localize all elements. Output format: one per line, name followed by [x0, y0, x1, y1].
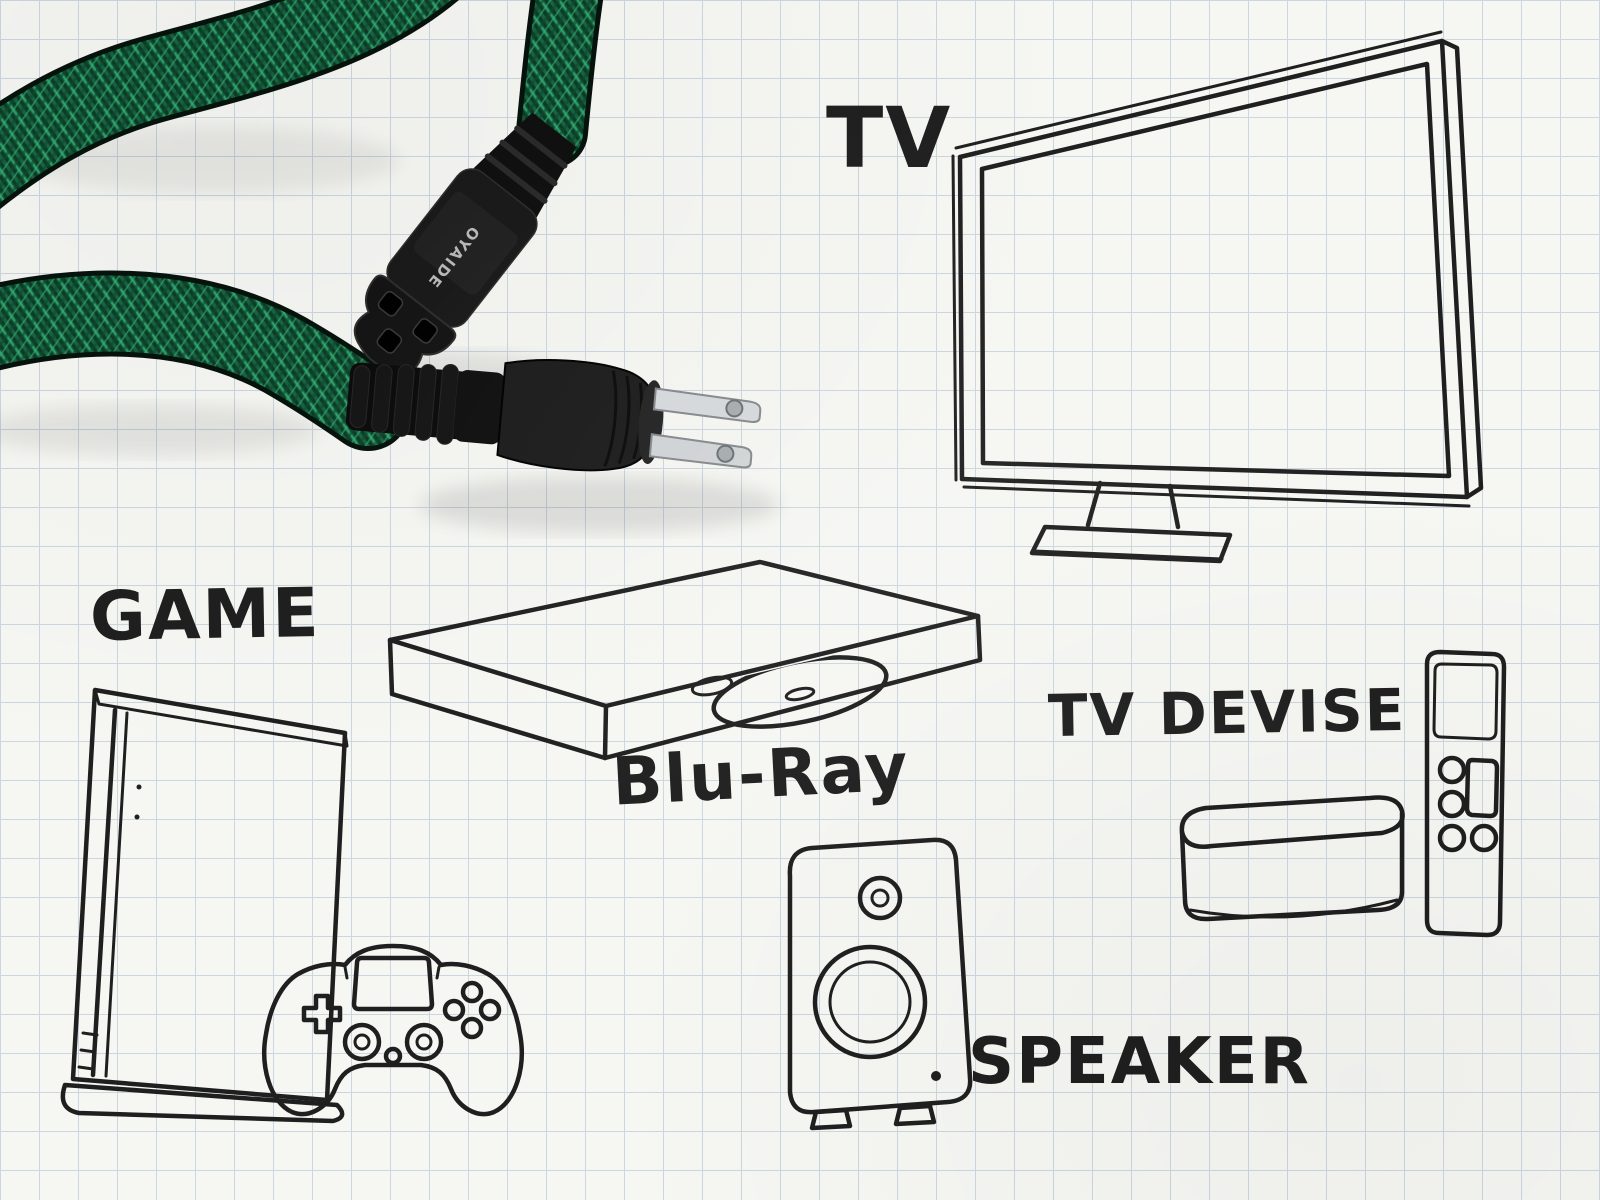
plug-prong-upper — [652, 387, 762, 423]
power-cable-sleeve-c5 — [516, 0, 604, 168]
tv-stand — [1029, 480, 1233, 564]
tv-device-label: TV DEVISE — [1047, 675, 1407, 751]
plug-prong-lower — [648, 433, 753, 469]
controller-sticks — [342, 1022, 444, 1062]
tv-remote-sketch — [1424, 649, 1507, 938]
power-cable-sleeve-lower — [0, 270, 411, 451]
power-cable-sleeve-upper — [0, 0, 459, 210]
controller-sketch — [262, 943, 524, 1117]
controller-touchpad — [351, 955, 435, 1012]
bluray-label: Blu-Ray — [610, 728, 912, 821]
speaker-label: SPEAKER — [968, 1025, 1311, 1099]
game-label: GAME — [89, 573, 322, 658]
bluray-sketch — [387, 559, 983, 761]
speaker-sketch — [787, 837, 973, 1131]
console-stand — [60, 1082, 345, 1124]
speaker-tweeter — [857, 875, 903, 921]
nema-plug — [345, 359, 762, 472]
remote-touch-area — [1432, 662, 1499, 741]
tv-label: TV — [826, 89, 953, 187]
controller-home-button — [383, 1046, 403, 1066]
controller-face-buttons — [442, 980, 502, 1040]
c5-connector: OYAIDE — [353, 112, 577, 374]
speaker-woofer — [812, 944, 928, 1060]
remote-buttons — [1437, 755, 1500, 853]
nema-plug-body — [496, 359, 658, 472]
tv-sketch — [951, 30, 1484, 564]
apple-tv-box-sketch — [1179, 795, 1405, 922]
controller-dpad — [301, 993, 343, 1035]
power-cable-photo: OYAIDE — [0, 0, 780, 533]
